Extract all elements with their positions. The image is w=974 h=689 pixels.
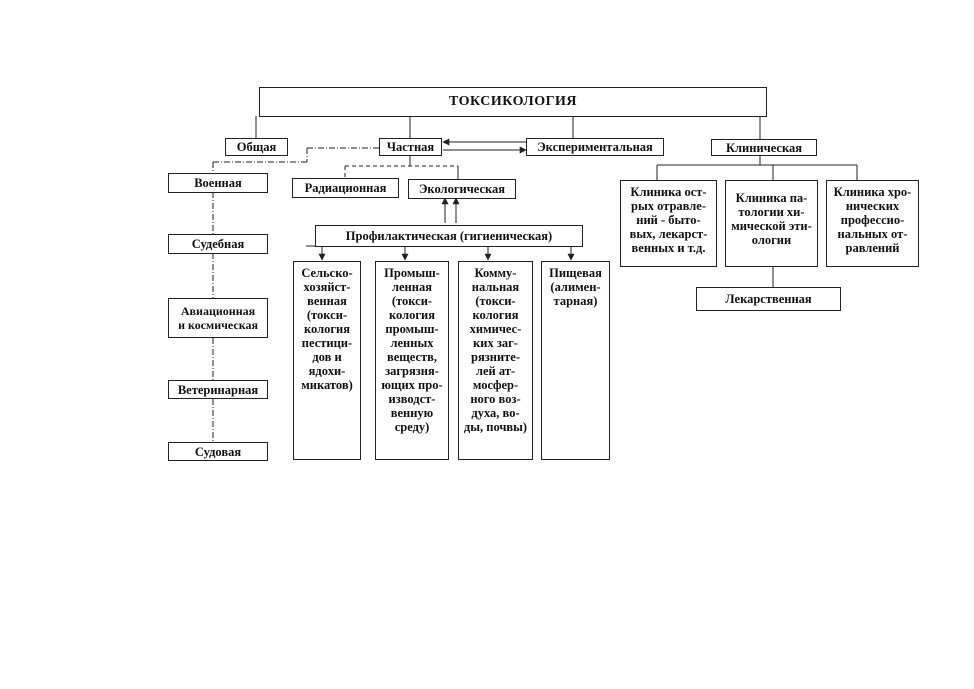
medicinal-box: Лекарственная	[696, 287, 841, 311]
preventive-box: Профилактическая (гигиеническая)	[315, 225, 583, 247]
acute-poisoning-clinic-box: Клиника ост- рых отравле- ний - быто- вы…	[620, 180, 717, 267]
forensic-box: Судебная	[168, 234, 268, 254]
chronic-occupational-clinic-box: Клиника хро- нических профессио- нальных…	[826, 180, 919, 267]
ecological-box: Экологическая	[408, 179, 516, 199]
food-box: Пищевая (алимен- тарная)	[541, 261, 610, 460]
marine-box: Судовая	[168, 442, 268, 461]
radiation-box: Радиационная	[292, 178, 399, 198]
title-box: ТОКСИКОЛОГИЯ	[259, 87, 767, 117]
particular-branch-box: Частная	[379, 138, 442, 156]
agricultural-box: Сельско- хозяйст- венная (токси- кология…	[293, 261, 361, 460]
veterinary-box: Ветеринарная	[168, 380, 268, 399]
experimental-branch-box: Экспериментальная	[526, 138, 664, 156]
aviation-space-box: Авиационная и космическая	[168, 298, 268, 338]
clinical-branch-box: Клиническая	[711, 139, 817, 156]
military-box: Военная	[168, 173, 268, 193]
communal-box: Комму- нальная (токси- кология химичес- …	[458, 261, 533, 460]
chemical-pathology-clinic-box: Клиника па- тологии хи- мической эти- ол…	[725, 180, 818, 267]
industrial-box: Промыш- ленная (токси- кология промыш- л…	[375, 261, 449, 460]
general-branch-box: Общая	[225, 138, 288, 156]
